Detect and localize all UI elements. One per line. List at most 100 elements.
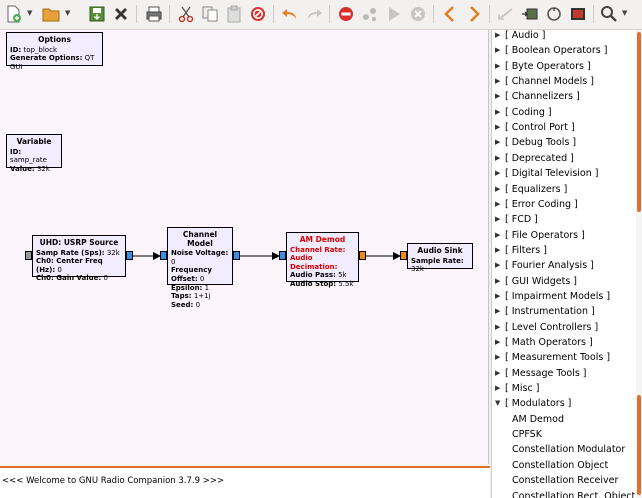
usrp-output-port[interactable] <box>126 251 133 260</box>
tree-category-label: [ Level Controllers ] <box>505 321 599 333</box>
channel-input-port[interactable] <box>160 251 167 260</box>
execute-button[interactable] <box>383 4 405 24</box>
block-param: Audio Pass: 5k <box>290 271 347 280</box>
tree-category-label: [ Math Operators ] <box>505 337 593 348</box>
disable-button[interactable] <box>335 4 357 24</box>
search-dropdown-icon[interactable]: ▼ <box>622 9 628 17</box>
variable-block[interactable]: Variable ID: samp_rate Value: 32k <box>6 134 62 173</box>
tree-scrollbar[interactable] <box>636 30 642 498</box>
collapsed-arrow-icon[interactable]: ▶ <box>495 199 501 208</box>
collapsed-arrow-icon[interactable]: ▶ <box>495 276 501 285</box>
audiosink-input-port[interactable] <box>400 251 407 260</box>
tree-category-label: [ Channelizers ] <box>505 91 580 103</box>
block-param: Seed: 0 <box>171 300 201 309</box>
tree-category-label: [ File Operators ] <box>505 229 585 241</box>
collapsed-arrow-icon[interactable]: ▶ <box>495 230 501 239</box>
collapsed-arrow-icon[interactable]: ▶ <box>495 107 501 116</box>
copy-button[interactable] <box>199 4 221 24</box>
options-block[interactable]: Options ID: top_block Generate Options: … <box>6 32 103 71</box>
block-library-tree[interactable]: ▶ [ Audio ] ▶ [ Boolean Operators ] ▶ [ Byte … <box>491 30 642 498</box>
collapsed-arrow-icon[interactable]: ▶ <box>495 215 501 224</box>
block-param: Generate Options: QT GUI <box>10 54 95 71</box>
block-param-error: Audio Decimation: <box>290 254 338 271</box>
collapsed-arrow-icon[interactable]: ▶ <box>495 338 501 346</box>
flowgraph-canvas[interactable]: Options ID: top_block Generate Options: … <box>0 30 489 464</box>
block-title: Audio Sink <box>417 246 463 255</box>
new-icon <box>7 5 21 23</box>
rotate-ccw-button[interactable] <box>495 4 517 24</box>
tree-category-label: [ Audio ] <box>505 30 546 41</box>
am-demod-block[interactable]: AM Demod Channel Rate: Audio Decimation:… <box>286 232 359 288</box>
collapsed-arrow-icon[interactable]: ▶ <box>495 261 501 270</box>
tree-block-label: Constellation Object <box>512 459 609 471</box>
collapsed-arrow-icon[interactable]: ▶ <box>495 77 501 86</box>
tree-category-label: [ Deprecated ] <box>505 152 574 164</box>
screenshot-button[interactable] <box>567 4 589 24</box>
search-button[interactable] <box>598 4 620 24</box>
next-button[interactable] <box>463 4 485 24</box>
collapsed-arrow-icon[interactable]: ▶ <box>495 245 501 254</box>
collapsed-arrow-icon[interactable]: ▶ <box>495 353 501 362</box>
copy-icon <box>202 6 218 22</box>
collapsed-arrow-icon[interactable]: ▶ <box>495 307 501 316</box>
paste-button[interactable] <box>223 4 245 24</box>
collapsed-arrow-icon[interactable]: ▶ <box>495 322 501 331</box>
tree-block-label: Constellation Modulator <box>512 444 626 456</box>
tree-category-label: [ Channel Models ] <box>505 76 594 88</box>
tree-block-label: AM Demod <box>512 413 564 425</box>
collapsed-arrow-icon[interactable]: ▶ <box>495 184 501 193</box>
expanded-arrow-icon[interactable]: ▼ <box>495 399 501 408</box>
rotate-cw-button[interactable] <box>519 4 541 24</box>
collapsed-arrow-icon[interactable]: ▶ <box>495 153 501 162</box>
open-icon <box>42 8 60 22</box>
console-splitter[interactable] <box>0 466 490 468</box>
new-button[interactable] <box>2 4 24 24</box>
bypass-button[interactable] <box>359 4 381 24</box>
kill-button[interactable] <box>407 4 429 24</box>
close-button[interactable] <box>110 4 132 24</box>
print-button[interactable] <box>143 4 165 24</box>
block-param: Epsilon: 1 <box>171 283 210 292</box>
amdemod-output-port[interactable] <box>359 251 366 260</box>
usrp-source-block[interactable]: UHD: USRP Source Samp Rate (Sps): 32k Ch… <box>32 235 126 282</box>
audio-sink-block[interactable]: Audio Sink Sample Rate: 32k <box>407 243 473 273</box>
block-title: Channel Model <box>182 230 218 248</box>
new-dropdown-icon[interactable]: ▼ <box>27 9 33 17</box>
open-button[interactable] <box>40 4 62 24</box>
console-text: <<< Welcome to GNU Radio Companion 3.7.9… <box>2 476 225 486</box>
open-dropdown-icon[interactable]: ▼ <box>65 9 71 17</box>
tree-scrollbar-thumb[interactable] <box>637 32 641 212</box>
console-panel: <<< Welcome to GNU Radio Companion 3.7.9… <box>0 468 490 498</box>
block-param: Value: 32k <box>10 164 50 173</box>
delete-button[interactable] <box>247 4 269 24</box>
collapsed-arrow-icon[interactable]: ▶ <box>495 92 501 101</box>
reload-button[interactable] <box>543 4 565 24</box>
collapsed-arrow-icon[interactable]: ▶ <box>495 138 501 147</box>
cut-button[interactable] <box>175 4 197 24</box>
usrp-disabled-input-port[interactable] <box>25 251 32 260</box>
block-param: Audio Stop: 5.5k <box>290 279 354 288</box>
tree-category-label: [ Measurement Tools ] <box>505 352 611 364</box>
delete-icon <box>251 7 265 21</box>
collapsed-arrow-icon[interactable]: ▶ <box>495 291 501 300</box>
collapsed-arrow-icon[interactable]: ▶ <box>495 384 501 393</box>
channel-output-port[interactable] <box>233 251 240 260</box>
redo-button[interactable] <box>303 4 325 24</box>
tree-category-label: [ Boolean Operators ] <box>505 45 608 57</box>
prev-icon <box>444 6 454 22</box>
collapsed-arrow-icon[interactable]: ▶ <box>495 46 501 55</box>
tree-block-label: Constellation Rect. Object <box>512 490 636 498</box>
disable-icon <box>339 7 353 21</box>
save-button[interactable] <box>86 4 108 24</box>
channel-model-block[interactable]: Channel Model Noise Voltage: 0 Frequency… <box>167 227 233 309</box>
tree-category-label: [ Byte Operators ] <box>505 60 591 72</box>
collapsed-arrow-icon[interactable]: ▶ <box>495 61 501 70</box>
collapsed-arrow-icon[interactable]: ▶ <box>495 123 501 132</box>
undo-button[interactable] <box>279 4 301 24</box>
prev-button[interactable] <box>439 4 461 24</box>
collapsed-arrow-icon[interactable]: ▶ <box>495 169 501 178</box>
tree-scrollbar-thumb-lower[interactable] <box>637 395 641 495</box>
amdemod-input-port[interactable] <box>279 251 286 260</box>
collapsed-arrow-icon[interactable]: ▶ <box>495 31 501 39</box>
collapsed-arrow-icon[interactable]: ▶ <box>495 368 501 377</box>
